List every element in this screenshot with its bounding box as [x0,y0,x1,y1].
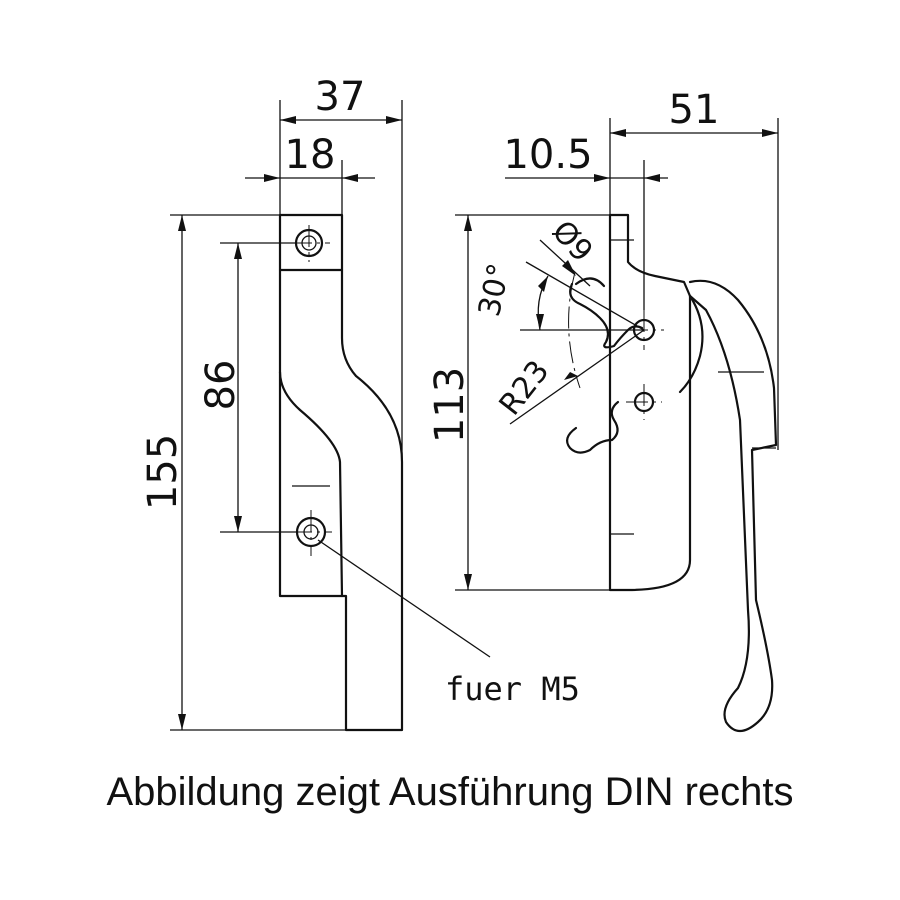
handle-hub [678,294,704,394]
right-view-handle [566,213,778,733]
left-view-keeper [278,213,404,732]
dim-width-plate: 18 [285,132,336,178]
dim-hole-diameter: Ø9 [545,214,600,269]
dim-height-total: 155 [140,434,186,510]
dim-handle-width: 51 [669,87,720,133]
dim-radius: R23 [493,354,557,422]
right-view-dimensions: 51 10.5 113 Ø9 30° R23 [427,87,779,591]
left-view-dimensions: 37 18 155 86 [140,74,403,731]
dim-offset: 10.5 [503,132,592,178]
handle-base-plate [608,213,692,592]
cam-lobe [574,277,606,288]
keeper-inner-edge [278,370,344,598]
caption: Abbildung zeigt Ausführung DIN rechts [106,770,794,814]
dim-hole-spacing: 86 [198,360,244,411]
handle-lever [688,279,778,733]
cam-profile-lower [566,400,620,454]
dim-plate-height: 113 [427,367,473,443]
dim-angle: 30° [472,260,517,319]
m5-note: fuer M5 [317,539,580,708]
note-fuer-m5: fuer M5 [445,670,580,708]
dim-width-total: 37 [315,74,366,120]
